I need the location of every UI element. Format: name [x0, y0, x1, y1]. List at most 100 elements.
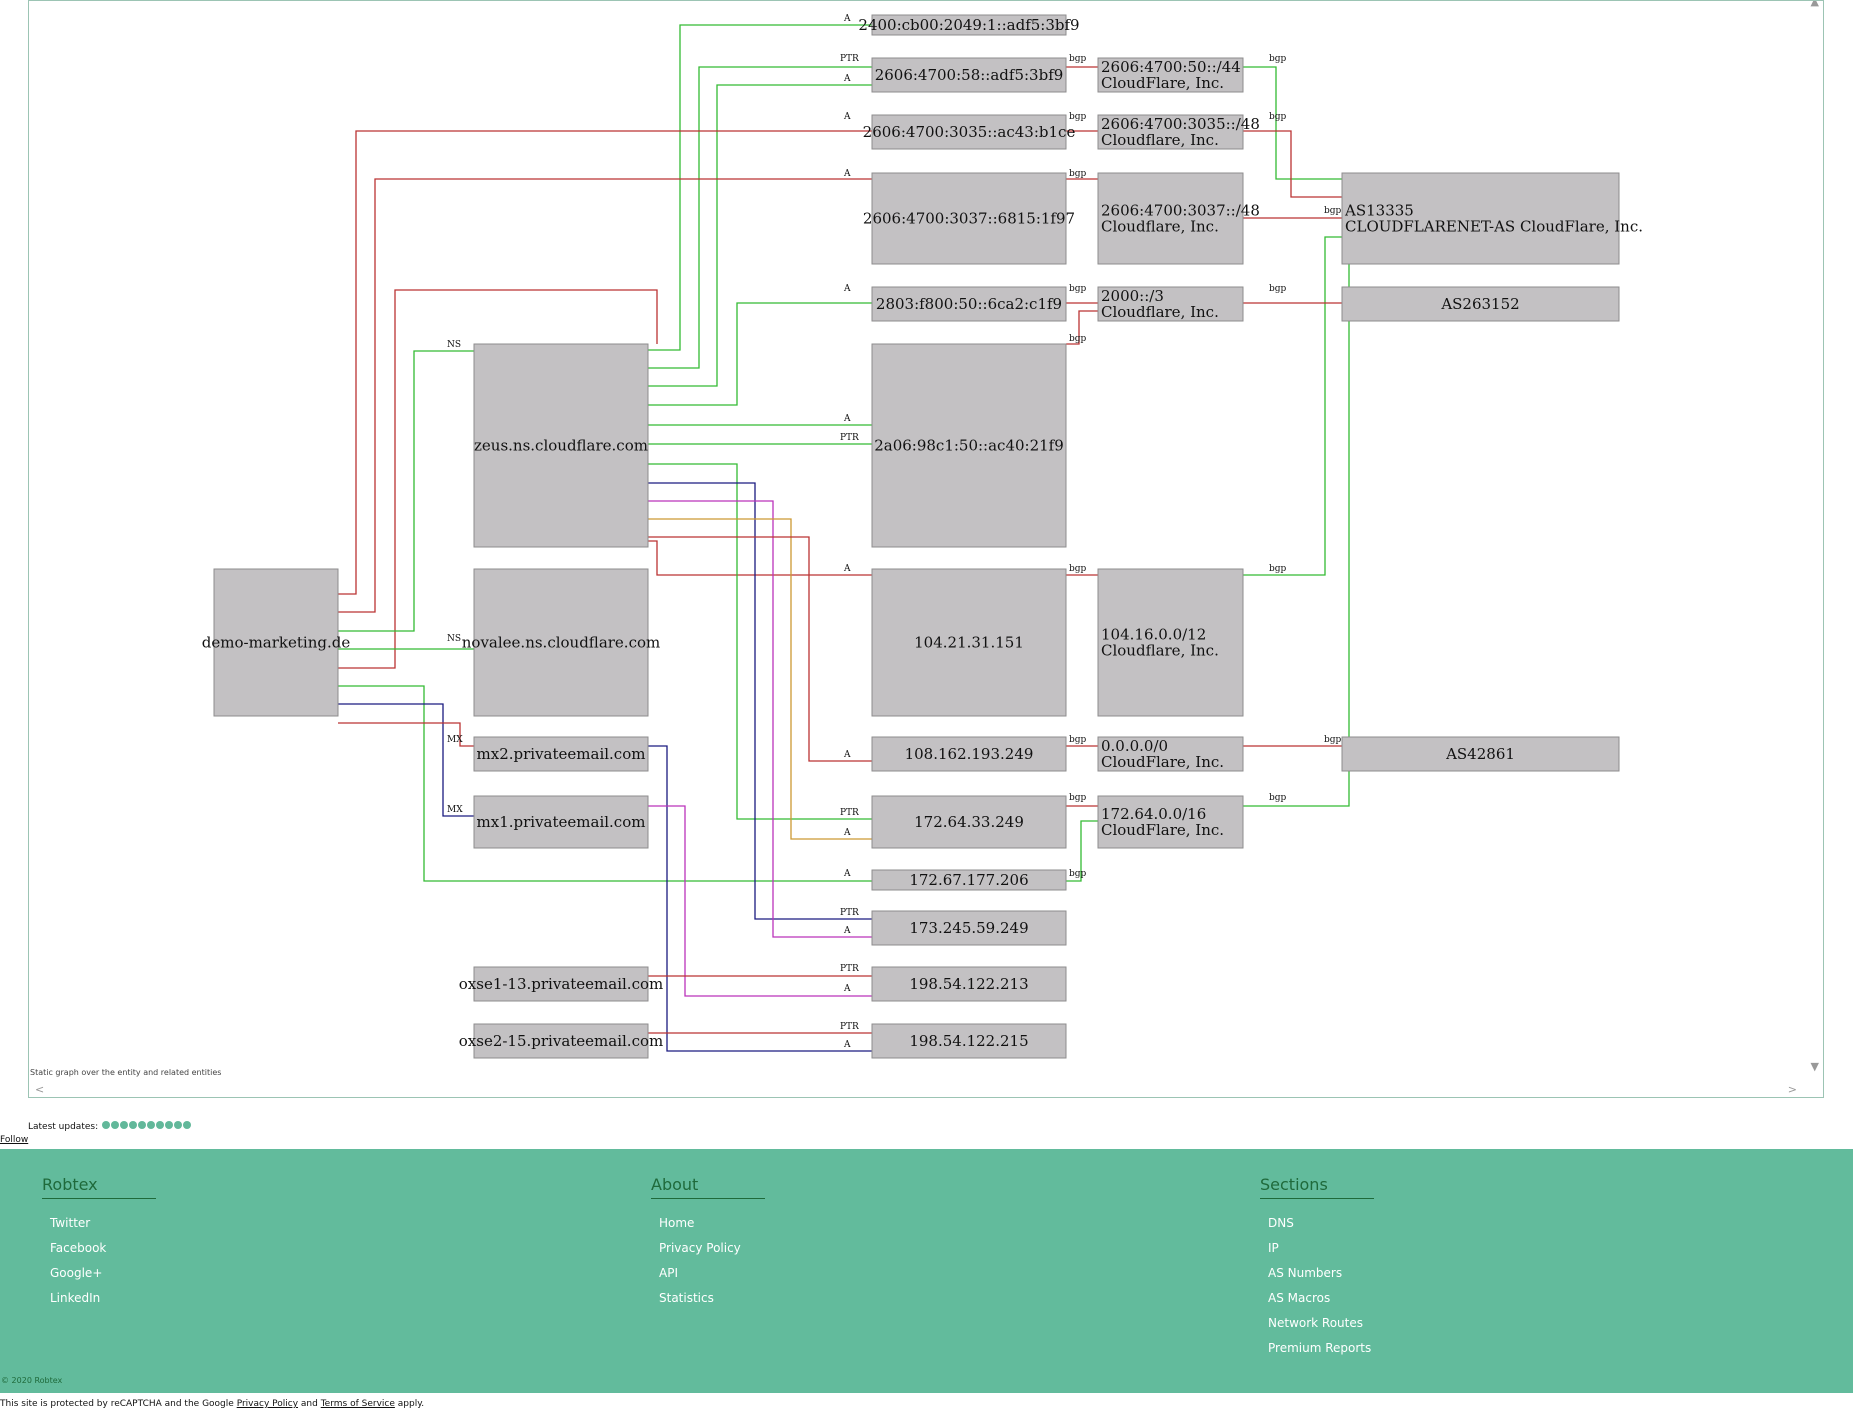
graph-node-ip-172-64[interactable]: 172.64.33.249 — [871, 795, 1067, 849]
graph-node-as42861[interactable]: AS42861 — [1341, 736, 1620, 772]
edge-label: bgp — [1269, 793, 1287, 803]
edge-label: bgp — [1069, 564, 1087, 574]
node-label: 173.245.59.249 — [909, 919, 1028, 937]
node-label: demo-marketing.de — [202, 634, 351, 652]
node-label: 2400:cb00:2049:1::adf5:3bf9 — [858, 16, 1079, 34]
graph-node-as263152[interactable]: AS263152 — [1341, 286, 1620, 322]
footer-link-api[interactable]: API — [659, 1266, 678, 1280]
graph-node-ip-104[interactable]: 104.21.31.151 — [871, 568, 1067, 717]
edge-label: bgp — [1069, 54, 1087, 64]
update-dot[interactable] — [120, 1121, 129, 1129]
horizontal-scrollbar[interactable]: < > — [29, 1083, 1823, 1097]
node-box — [1097, 172, 1244, 265]
graph-node-oxse2[interactable]: oxse2-15.privateemail.com — [459, 1023, 664, 1059]
graph-node-zeus[interactable]: zeus.ns.cloudflare.com — [473, 343, 649, 548]
entity-graph: 2400:cb00:2049:1::adf5:3bf92606:4700:58:… — [202, 14, 1643, 1059]
node-label: novalee.ns.cloudflare.com — [462, 634, 660, 652]
footer-link-linkedin[interactable]: LinkedIn — [50, 1291, 101, 1305]
graph-node-novalee[interactable]: novalee.ns.cloudflare.com — [462, 568, 660, 717]
node-label: CloudFlare, Inc. — [1101, 74, 1224, 92]
scroll-right-arrow-icon[interactable]: > — [1787, 1083, 1797, 1096]
node-box — [1097, 114, 1244, 150]
recaptcha-and: and — [300, 1399, 318, 1409]
graph-node-ip-172-67[interactable]: 172.67.177.206 — [871, 869, 1067, 891]
footer-link-home[interactable]: Home — [659, 1216, 695, 1230]
privacy-policy-link[interactable]: Privacy Policy — [236, 1399, 299, 1409]
footer-link-as-numbers[interactable]: AS Numbers — [1268, 1266, 1343, 1280]
update-dot[interactable] — [174, 1121, 183, 1129]
footer-link-premium-reports[interactable]: Premium Reports — [1268, 1341, 1372, 1355]
graph-node-ipv6-2803[interactable]: 2803:f800:50::6ca2:c1f9 — [871, 286, 1067, 322]
terms-of-service-link[interactable]: Terms of Service — [320, 1399, 395, 1409]
footer-link-twitter[interactable]: Twitter — [50, 1216, 91, 1230]
node-box — [871, 114, 1067, 150]
node-box — [871, 568, 1067, 717]
footer-link-as-macros[interactable]: AS Macros — [1268, 1291, 1331, 1305]
edge-label: bgp — [1269, 112, 1287, 122]
update-dot[interactable] — [111, 1121, 120, 1129]
graph-node-ipv6-2606-3035[interactable]: 2606:4700:3035::ac43:b1ce — [863, 114, 1076, 150]
edge-label: A — [843, 750, 851, 760]
footer-link-googleplus[interactable]: Google+ — [50, 1266, 103, 1280]
node-label: 2a06:98c1:50::ac40:21f9 — [874, 437, 1064, 455]
node-box — [871, 869, 1067, 891]
scroll-down-arrow-icon[interactable]: ▼ — [1810, 1060, 1819, 1073]
node-box — [1097, 568, 1244, 717]
update-dot[interactable] — [102, 1121, 111, 1129]
graph-node-ipv6-2606-3037[interactable]: 2606:4700:3037::6815:1f97 — [863, 172, 1075, 265]
graph-node-ip-173[interactable]: 173.245.59.249 — [871, 910, 1067, 946]
graph-node-ip-198-213[interactable]: 198.54.122.213 — [871, 966, 1067, 1002]
edge-label: A — [843, 984, 851, 994]
edge-label: A — [843, 284, 851, 294]
edge-label: A — [843, 169, 851, 179]
node-label: Cloudflare, Inc. — [1101, 642, 1219, 660]
edge-label: MX — [447, 805, 463, 815]
follow-link[interactable]: Follow — [0, 1135, 29, 1145]
footer-link-statistics[interactable]: Statistics — [659, 1291, 714, 1305]
update-dot[interactable] — [156, 1121, 165, 1129]
edge-label: bgp — [1324, 735, 1342, 745]
update-dot[interactable] — [138, 1121, 147, 1129]
graph-node-ipv6-2400[interactable]: 2400:cb00:2049:1::adf5:3bf9 — [858, 14, 1080, 36]
graph-node-oxse1[interactable]: oxse1-13.privateemail.com — [459, 966, 664, 1002]
graph-node-demo[interactable]: demo-marketing.de — [202, 568, 351, 717]
edge-label: A — [843, 1040, 851, 1050]
graph-node-mx1[interactable]: mx1.privateemail.com — [473, 795, 649, 849]
update-dot[interactable] — [165, 1121, 174, 1129]
graph-edge — [648, 463, 872, 820]
graph-edge — [1243, 236, 1342, 576]
edge-label: bgp — [1069, 869, 1087, 879]
graph-node-ip-108[interactable]: 108.162.193.249 — [871, 736, 1067, 772]
graph-node-ipv6-2606-58[interactable]: 2606:4700:58::adf5:3bf9 — [871, 57, 1067, 93]
update-dot[interactable] — [183, 1121, 192, 1129]
edge-label: NS — [447, 634, 461, 644]
scroll-left-arrow-icon[interactable]: < — [35, 1083, 45, 1096]
graph-edge — [648, 518, 872, 840]
graph-node-ip-198-215[interactable]: 198.54.122.215 — [871, 1023, 1067, 1059]
graph-node-ipv6-2a06[interactable]: 2a06:98c1:50::ac40:21f9 — [871, 343, 1067, 548]
update-dot[interactable] — [129, 1121, 138, 1129]
update-dot[interactable] — [147, 1121, 156, 1129]
graph-node-mx2[interactable]: mx2.privateemail.com — [473, 736, 649, 772]
footer-link-privacy[interactable]: Privacy Policy — [659, 1241, 741, 1255]
footer-link-network-routes[interactable]: Network Routes — [1268, 1316, 1364, 1330]
footer-link-dns[interactable]: DNS — [1268, 1216, 1294, 1230]
graph-caption: Static graph over the entity and related… — [30, 1068, 222, 1077]
footer-link-facebook[interactable]: Facebook — [50, 1241, 107, 1255]
latest-updates: Latest updates: — [28, 1121, 192, 1132]
graph-edge — [648, 745, 872, 1052]
recaptcha-text: This site is protected by reCAPTCHA and … — [0, 1399, 234, 1409]
graph-edge — [648, 500, 872, 938]
scroll-up-arrow-icon[interactable]: ▲ — [1810, 0, 1819, 8]
footer-link-ip[interactable]: IP — [1268, 1241, 1279, 1255]
footer-heading: Robtex — [42, 1175, 156, 1199]
